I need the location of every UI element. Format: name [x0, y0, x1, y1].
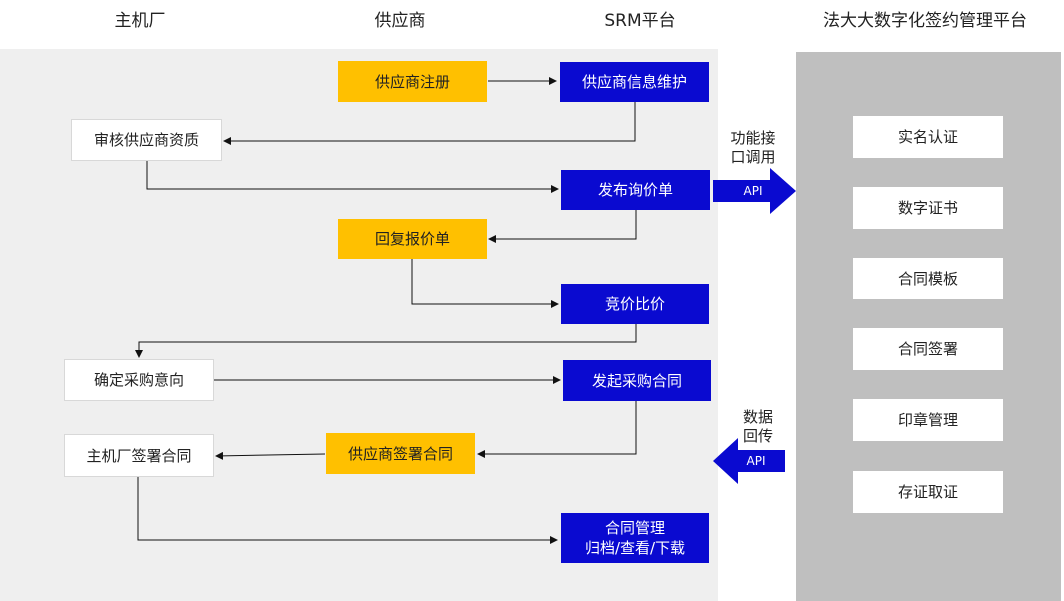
reply-quote-box: 回复报价单 [338, 219, 487, 259]
platform-item-digital-cert: 数字证书 [853, 187, 1003, 229]
api-out-label-line2: 口调用 [730, 148, 776, 166]
supplier-info-box: 供应商信息维护 [560, 62, 709, 102]
audit-supplier-box: 审核供应商资质 [71, 119, 222, 161]
api-in-label-line2: 回传 [742, 427, 773, 445]
contract-mgmt-label-line1: 合同管理 [604, 519, 665, 537]
header-oem: 主机厂 [114, 11, 166, 31]
contract-mgmt-label-line2: 归档/查看/下载 [584, 539, 686, 557]
bidding-box: 竞价比价 [561, 284, 709, 324]
platform-item-real-name-auth: 实名认证 [853, 116, 1003, 158]
platform-item-seal-mgmt: 印章管理 [853, 399, 1003, 441]
supplier-info-label: 供应商信息维护 [581, 73, 687, 91]
header-supplier: 供应商 [374, 11, 426, 31]
api-in-label-line1: 数据 [742, 408, 773, 426]
supplier-sign-box: 供应商签署合同 [326, 433, 475, 474]
oem-sign-box: 主机厂签署合同 [64, 434, 214, 477]
publish-rfq-label: 发布询价单 [597, 181, 673, 199]
header-srm: SRM平台 [604, 11, 676, 31]
oem-sign-label: 主机厂签署合同 [86, 446, 192, 465]
publish-rfq-box: 发布询价单 [561, 170, 710, 210]
api-in-label: 数据 回传 [730, 408, 786, 446]
api-out-label: 功能接 口调用 [722, 129, 784, 167]
initiate-contract-box: 发起采购合同 [563, 360, 711, 401]
api-out-label-line1: 功能接 [730, 129, 776, 147]
confirm-intent-box: 确定采购意向 [64, 359, 214, 401]
initiate-contract-label: 发起采购合同 [591, 371, 682, 390]
api-in-badge: API [746, 454, 766, 468]
platform-item-contract-template: 合同模板 [853, 258, 1003, 299]
supplier-register-box: 供应商注册 [338, 61, 487, 102]
contract-mgmt-box: 合同管理 归档/查看/下载 [561, 513, 709, 563]
supplier-register-label: 供应商注册 [374, 72, 450, 91]
audit-supplier-label: 审核供应商资质 [93, 131, 199, 149]
header-fadada: 法大大数字化签约管理平台 [823, 11, 1027, 31]
api-out-badge: API [743, 184, 763, 198]
supplier-sign-label: 供应商签署合同 [347, 444, 453, 463]
platform-item-evidence: 存证取证 [853, 471, 1003, 513]
confirm-intent-label: 确定采购意向 [93, 371, 184, 389]
platform-item-contract-signing: 合同签署 [853, 328, 1003, 370]
reply-quote-label: 回复报价单 [374, 230, 450, 248]
bidding-label: 竞价比价 [604, 295, 665, 313]
